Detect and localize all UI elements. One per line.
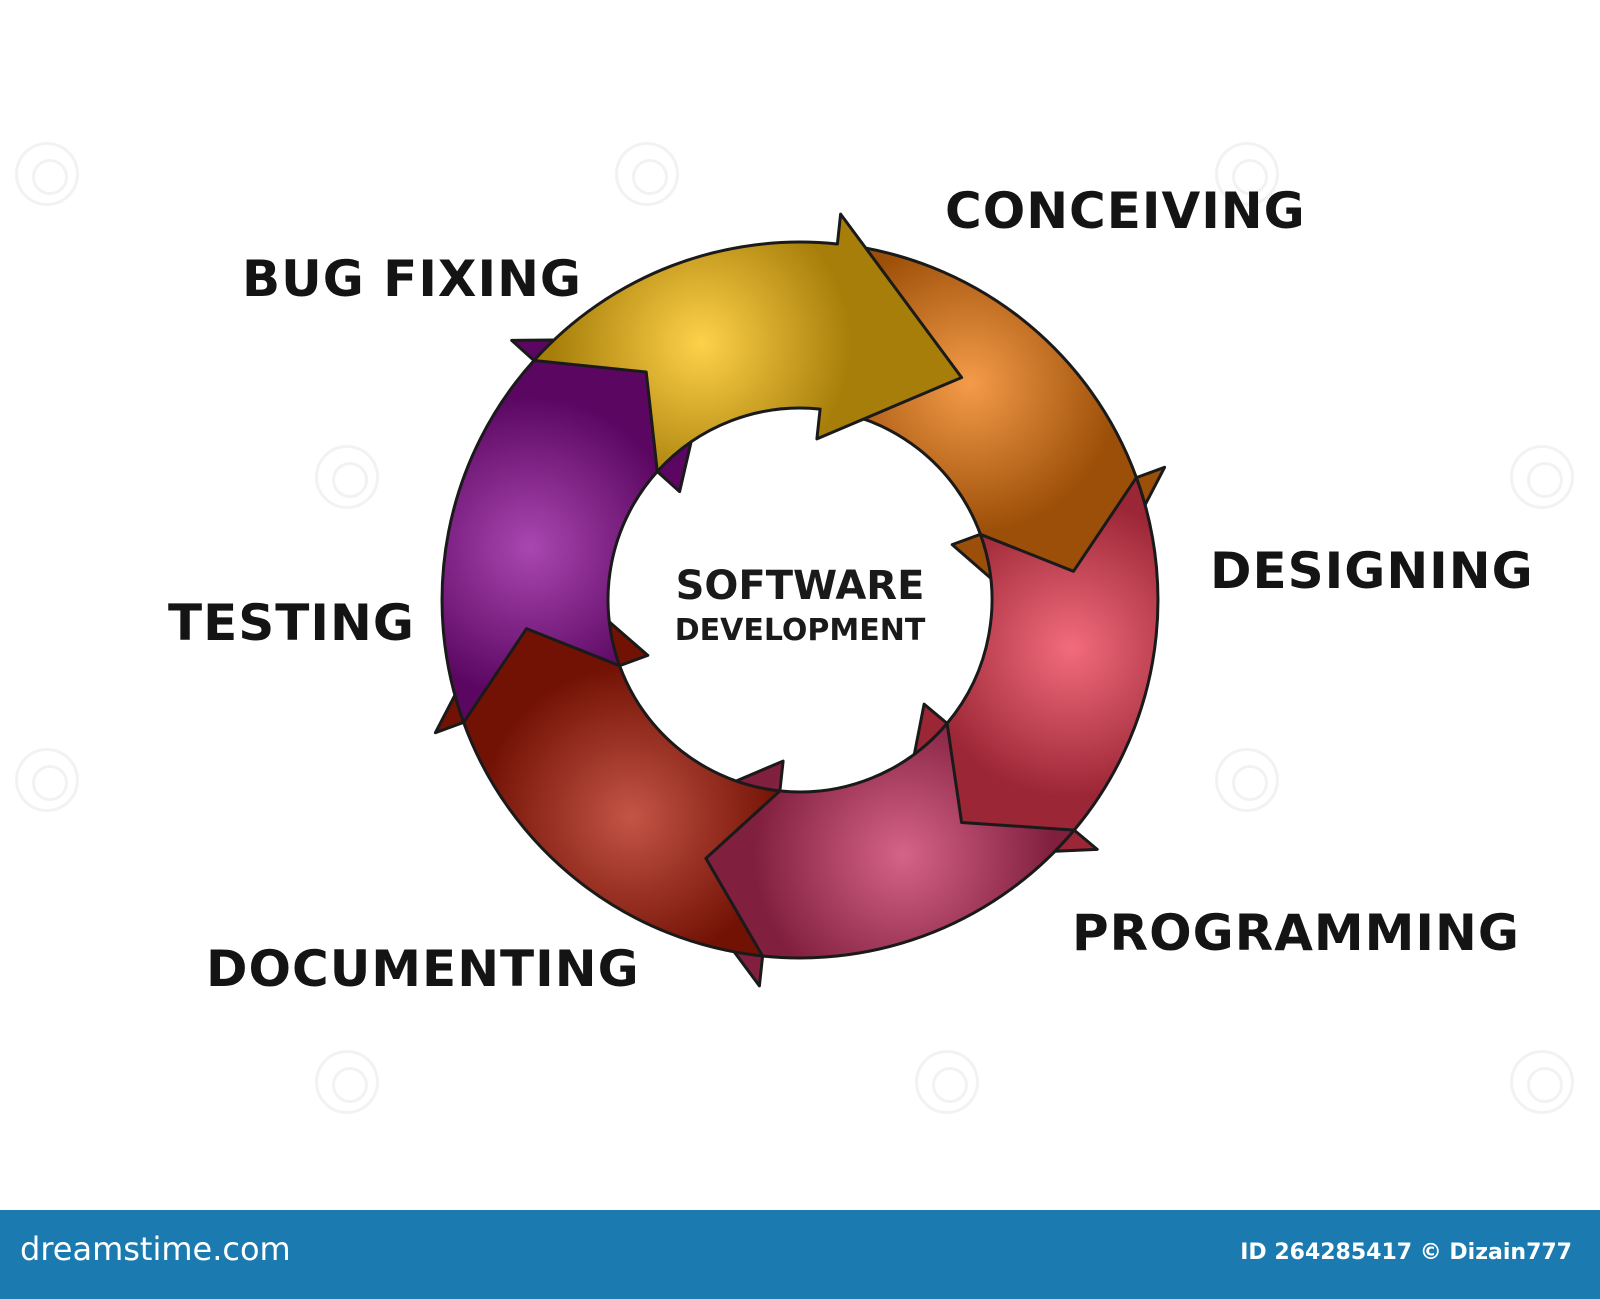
watermark-icon [1510, 445, 1574, 509]
watermark-icon [15, 748, 79, 812]
stage-label-documenting: DOCUMENTING [206, 940, 640, 998]
watermark-icon [1215, 748, 1279, 812]
stage-label-programming: PROGRAMMING [1072, 904, 1520, 962]
stage-label-conceiving: CONCEIVING [945, 182, 1306, 240]
watermark-icon [15, 142, 79, 206]
footer-bar: dreamstime.com ID 264285417 © Dizain777 [0, 1210, 1600, 1299]
footer-image-id: ID 264285417 © Dizain777 [1240, 1240, 1572, 1265]
cycle-diagram [433, 212, 1167, 988]
cycle-arrow-bug-fixing [532, 212, 964, 473]
watermark-icon [315, 1050, 379, 1114]
center-title-line-1: SOFTWARE [675, 563, 925, 609]
stage-label-bug-fixing: BUG FIXING [242, 250, 582, 308]
watermark-icon [315, 445, 379, 509]
footer-brand-text[interactable]: dreamstime.com [20, 1230, 291, 1268]
watermark-icon [1510, 1050, 1574, 1114]
watermark-icon [915, 1050, 979, 1114]
center-title-line-2: DEVELOPMENT [674, 613, 926, 648]
watermark-icon [1215, 142, 1279, 206]
stage-label-testing: TESTING [168, 594, 415, 652]
watermark-icon [615, 142, 679, 206]
stage-label-designing: DESIGNING [1210, 542, 1534, 600]
